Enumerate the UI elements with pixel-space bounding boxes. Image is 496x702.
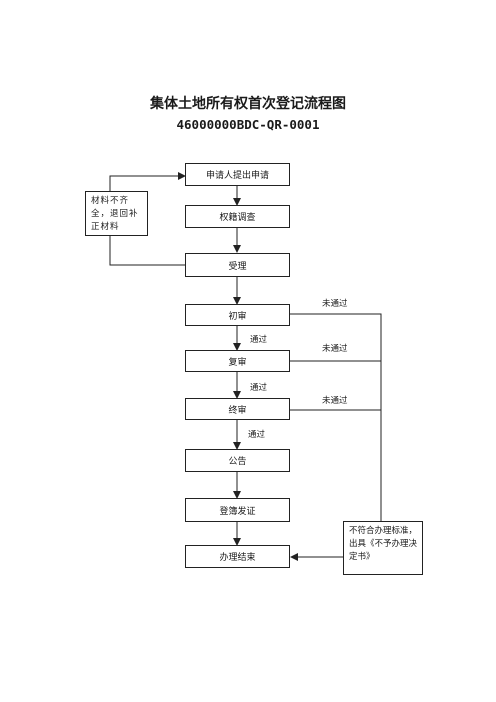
reject-line-first (289, 313, 382, 521)
label-fail-final: 未通过 (322, 396, 348, 406)
step-survey: 权籍调查 (185, 205, 290, 228)
step-final-review: 终审 (185, 398, 290, 420)
page-title: 集体土地所有权首次登记流程图 (150, 96, 346, 112)
step-accept: 受理 (185, 253, 290, 277)
loop-incomplete (109, 236, 187, 266)
label-pass-final: 通过 (248, 430, 266, 440)
step-first-review: 初审 (185, 304, 290, 326)
label-fail-first: 未通过 (322, 299, 348, 309)
label-fail-second: 未通过 (322, 344, 348, 354)
note-reject: 不符合办理标准，出具《不予办理决定书》 (343, 521, 423, 575)
step-finish: 办理结束 (185, 545, 290, 568)
step-apply: 申请人提出申请 (185, 163, 290, 186)
step-second-review: 复审 (185, 350, 290, 372)
loop-incomplete-return (109, 172, 186, 191)
step-announce: 公告 (185, 449, 290, 472)
step-register: 登簿发证 (185, 498, 290, 522)
label-pass-second: 通过 (250, 383, 268, 393)
note-incomplete: 材料不齐全，退回补正材料 (85, 191, 148, 236)
label-pass-first: 通过 (250, 335, 268, 345)
document-code: 46000000BDC-QR-0001 (176, 117, 320, 132)
